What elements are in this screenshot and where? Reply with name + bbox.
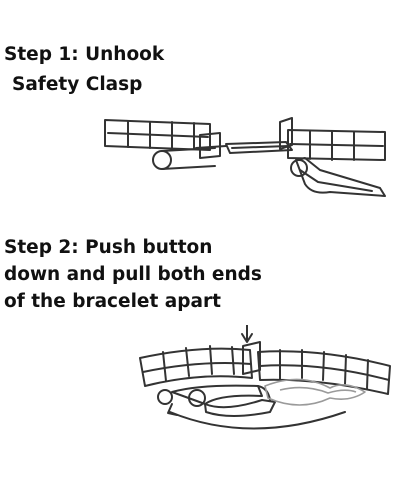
safety-lever xyxy=(295,157,386,197)
step2-text: Step 2: Push button down and pull both e… xyxy=(4,235,262,316)
left-roller xyxy=(152,150,172,170)
clasp-lever xyxy=(204,399,276,417)
step2-line-2: down and pull both ends xyxy=(4,264,262,285)
pull-arrow xyxy=(169,411,346,430)
clasp-body xyxy=(199,132,221,159)
clasp-bar xyxy=(171,384,263,405)
left-roller xyxy=(157,389,173,405)
step1-illustration xyxy=(104,117,386,197)
clasp-tongue xyxy=(225,141,293,154)
left-bracelet-curved xyxy=(139,347,253,387)
step2-illustration xyxy=(139,325,391,430)
ghost-lever xyxy=(264,378,366,406)
step2-line-1: Step 2: Push button xyxy=(4,237,213,258)
step1-subtitle: Safety Clasp xyxy=(12,74,143,95)
right-bracelet-links xyxy=(287,129,386,161)
step1-title: Step 1: Unhook xyxy=(4,44,165,65)
step2-line-3: of the bracelet apart xyxy=(4,291,221,312)
left-bracelet-links xyxy=(104,119,211,151)
lever-pivot xyxy=(290,159,308,177)
